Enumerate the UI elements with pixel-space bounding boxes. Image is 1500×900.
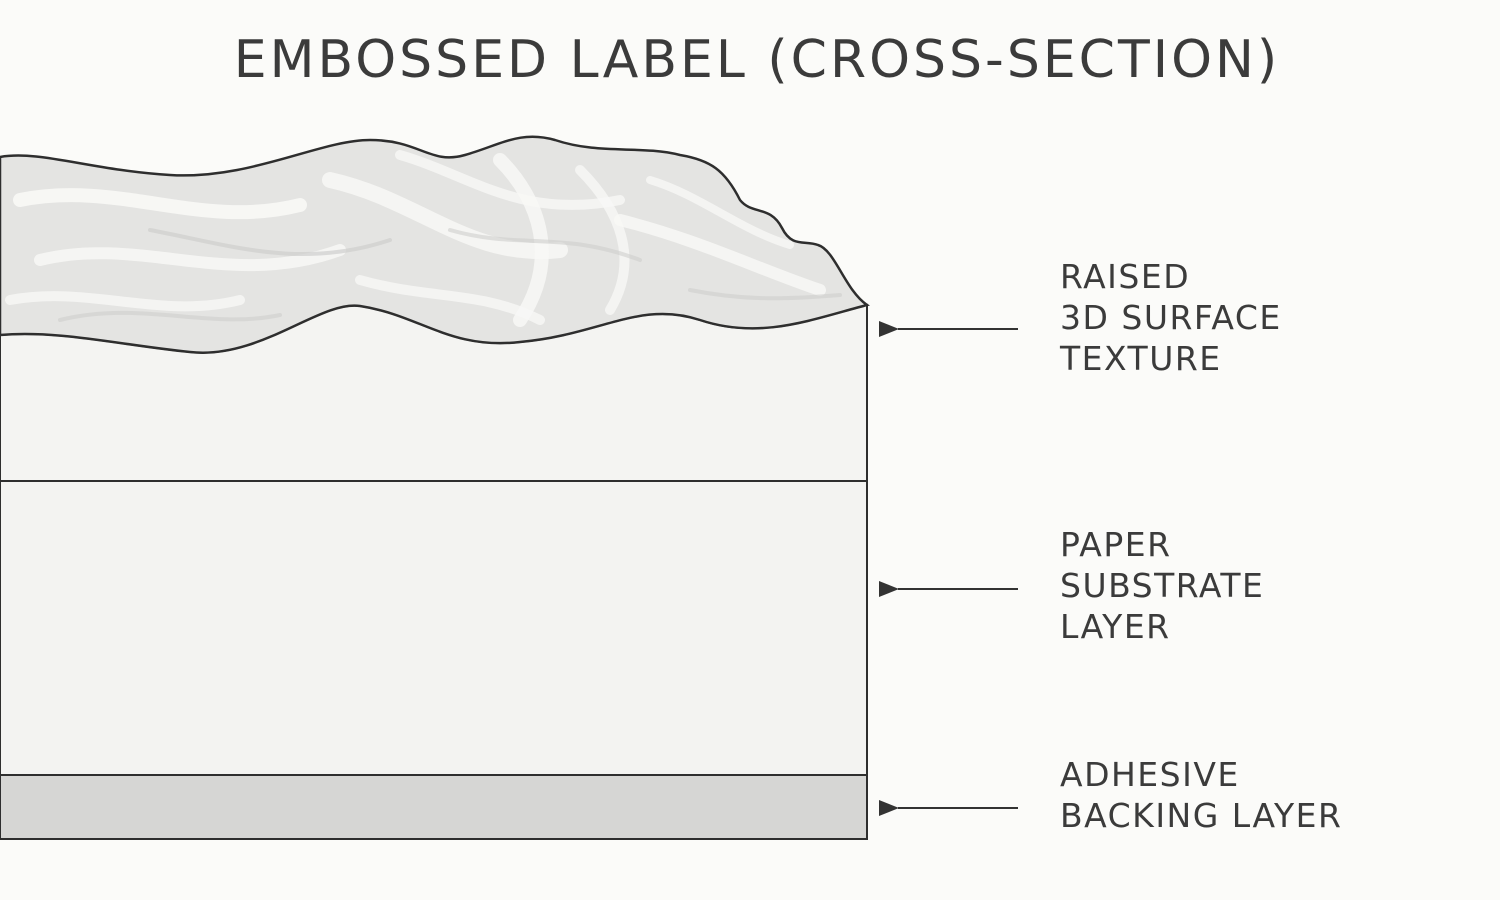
paper-substrate-layer xyxy=(0,480,868,776)
label-line: ADHESIVE xyxy=(1060,755,1240,794)
raised-texture-surface xyxy=(0,135,870,354)
label-line: BACKING LAYER xyxy=(1060,796,1343,835)
adhesive-layer xyxy=(0,774,868,840)
label-line: LAYER xyxy=(1060,607,1171,646)
label-line: TEXTURE xyxy=(1060,339,1222,378)
texture-swirls xyxy=(5,150,842,327)
label-line: 3D SURFACE xyxy=(1060,298,1282,337)
label-adhesive-backing: ADHESIVE BACKING LAYER xyxy=(1060,754,1342,836)
label-line: PAPER xyxy=(1060,525,1172,564)
diagram-title: EMBOSSED LABEL (CROSS-SECTION) xyxy=(233,30,1281,90)
label-raised-surface: RAISED 3D SURFACE TEXTURE xyxy=(1060,256,1282,379)
label-line: RAISED xyxy=(1060,257,1191,296)
label-line: SUBSTRATE xyxy=(1060,566,1265,605)
label-paper-substrate: PAPER SUBSTRATE LAYER xyxy=(1060,524,1264,647)
